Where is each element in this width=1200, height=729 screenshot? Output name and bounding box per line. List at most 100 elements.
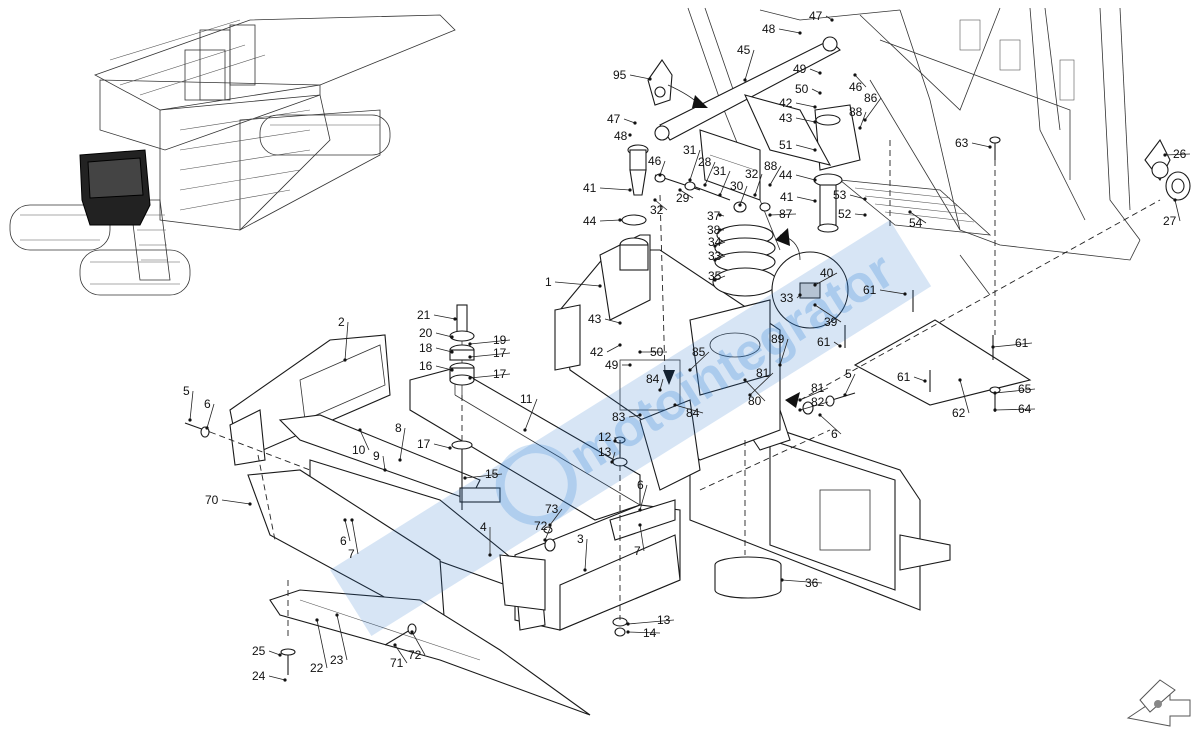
callout-dot bbox=[488, 553, 492, 557]
callout-number: 9 bbox=[373, 449, 380, 463]
callout-dot bbox=[798, 293, 802, 297]
bolts-28-32 bbox=[654, 173, 771, 213]
callout-number: 50 bbox=[650, 345, 664, 359]
callout-dot bbox=[988, 145, 992, 149]
callout-dot bbox=[468, 376, 472, 380]
callout-number: 33 bbox=[708, 249, 722, 263]
callout-dot bbox=[658, 173, 662, 177]
callout-dot bbox=[453, 317, 457, 321]
callout-number: 18 bbox=[419, 341, 433, 355]
central-frame bbox=[554, 234, 781, 491]
callout-dot bbox=[903, 292, 907, 296]
left-cover bbox=[229, 334, 391, 466]
latch-26 bbox=[1144, 138, 1171, 182]
callout-number: 65 bbox=[1018, 382, 1032, 396]
callout-number: 28 bbox=[698, 155, 712, 169]
callout-number: 4 bbox=[480, 520, 487, 534]
ring-36 bbox=[714, 556, 782, 599]
callout-dot bbox=[618, 218, 622, 222]
callout-number: 53 bbox=[833, 188, 847, 202]
callout-number: 81 bbox=[811, 381, 825, 395]
callout-dot bbox=[658, 388, 662, 392]
callout-dot bbox=[780, 578, 784, 582]
callout-dot bbox=[626, 622, 630, 626]
bolts-71-73 bbox=[384, 526, 556, 646]
callout-leader bbox=[628, 414, 641, 418]
callout-dot bbox=[1173, 198, 1177, 202]
callout-number: 72 bbox=[408, 648, 422, 662]
callout-leader bbox=[659, 160, 666, 176]
callout-number: 83 bbox=[612, 410, 626, 424]
callout-leader bbox=[268, 650, 281, 656]
callout-dot bbox=[450, 350, 454, 354]
callout-leader bbox=[411, 631, 426, 656]
pin-41-left bbox=[619, 144, 649, 271]
callout-number: 16 bbox=[419, 359, 433, 373]
callout-dot bbox=[813, 303, 817, 307]
callout-number: 95 bbox=[613, 68, 627, 82]
callout-number: 61 bbox=[1015, 336, 1029, 350]
callout-dot bbox=[188, 418, 192, 422]
callout-leader bbox=[795, 174, 816, 181]
callout-dot bbox=[858, 126, 862, 130]
crossmember-4 bbox=[309, 459, 546, 611]
callout-number: 36 bbox=[805, 576, 819, 590]
callout-leader bbox=[359, 429, 370, 451]
callout-dot bbox=[818, 71, 822, 75]
hydraulic-cylinder bbox=[654, 36, 841, 141]
callout-number: 17 bbox=[417, 437, 431, 451]
cross-brace bbox=[278, 414, 501, 503]
callout-leader bbox=[689, 351, 710, 371]
front-shield-plate bbox=[247, 469, 446, 631]
callout-number: 70 bbox=[205, 493, 219, 507]
callout-dot bbox=[393, 643, 397, 647]
callout-leader bbox=[704, 161, 716, 186]
callout-number: 62 bbox=[952, 406, 966, 420]
callout-dot bbox=[343, 518, 347, 522]
callout-leader bbox=[544, 525, 552, 541]
callout-number: 48 bbox=[614, 129, 628, 143]
direction-arrow-43 bbox=[663, 370, 675, 385]
callout-leader bbox=[689, 149, 701, 181]
callout-dot bbox=[350, 518, 354, 522]
callout-number: 7 bbox=[348, 547, 355, 561]
callout-number: 14 bbox=[643, 626, 657, 640]
callout-dot bbox=[718, 228, 722, 232]
callout-dot bbox=[618, 321, 622, 325]
callout-dot bbox=[813, 120, 817, 124]
callout-dot bbox=[548, 523, 552, 527]
callout-leader bbox=[464, 473, 503, 479]
callout-number: 2 bbox=[338, 315, 345, 329]
assembly-lines bbox=[209, 160, 1161, 640]
callout-dot bbox=[343, 358, 347, 362]
callout-leader bbox=[554, 281, 601, 287]
callout-dot bbox=[863, 118, 867, 122]
callout-leader bbox=[469, 373, 511, 379]
callout-leader bbox=[639, 484, 648, 511]
callout-number: 19 bbox=[493, 333, 507, 347]
callout-dot bbox=[778, 363, 782, 367]
callout-leader bbox=[435, 332, 453, 338]
callout-dot bbox=[718, 193, 722, 197]
callout-number: 8 bbox=[395, 421, 402, 435]
callout-dot bbox=[638, 508, 642, 512]
callout-leader bbox=[1164, 153, 1191, 156]
callout-number: 45 bbox=[737, 43, 751, 57]
callout-number: 80 bbox=[748, 394, 762, 408]
callout-leader bbox=[814, 272, 838, 286]
bolts-64-65 bbox=[989, 386, 1001, 412]
callout-dot bbox=[843, 393, 847, 397]
roller-27 bbox=[1165, 171, 1191, 201]
bolt-24-25 bbox=[280, 648, 296, 675]
callout-leader bbox=[351, 519, 359, 555]
callout-leader bbox=[382, 455, 386, 471]
callout-dot bbox=[993, 391, 997, 395]
callout-leader bbox=[959, 379, 970, 414]
callout-number: 32 bbox=[650, 203, 664, 217]
callout-dot bbox=[688, 178, 692, 182]
callout-leader bbox=[206, 403, 215, 429]
callout-number: 27 bbox=[1163, 214, 1177, 228]
callout-number: 82 bbox=[811, 395, 825, 409]
callout-leader bbox=[344, 519, 351, 542]
callout-number: 47 bbox=[809, 9, 823, 23]
